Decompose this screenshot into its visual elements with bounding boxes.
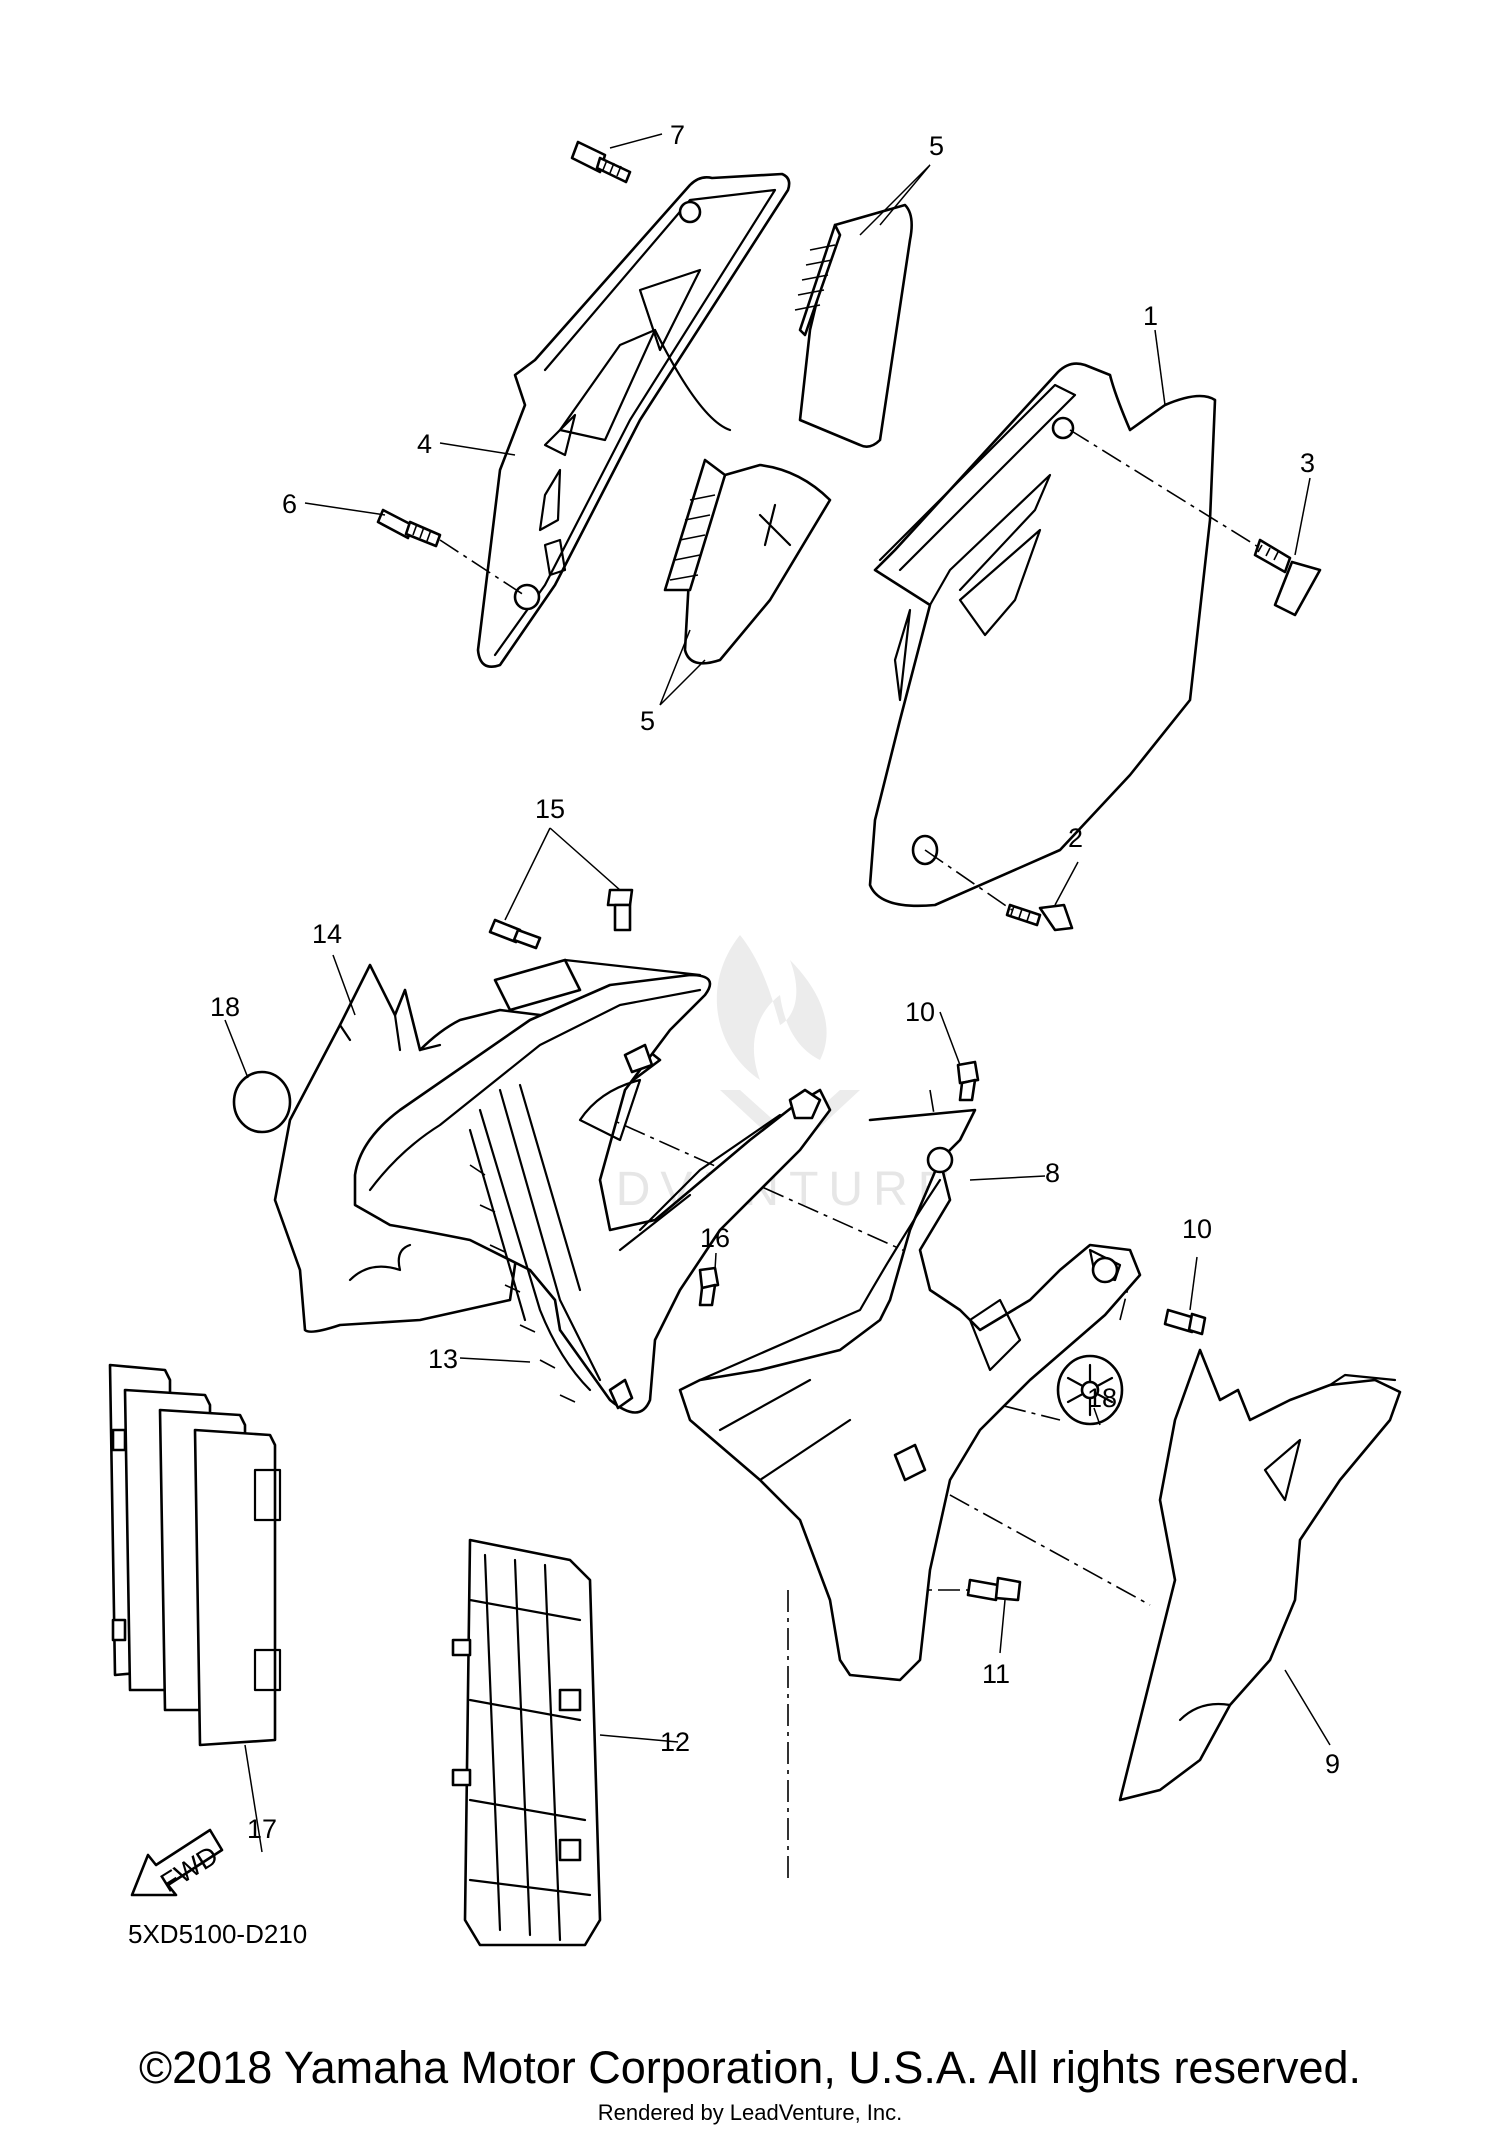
callout-numbers: 1 2 3 4 5 5 6 7 8 9 10 10 11 12 13 14 15…	[210, 120, 1340, 1844]
part-10-bolt-lower	[1163, 1308, 1207, 1336]
callout-13: 13	[428, 1344, 458, 1374]
callout-8: 8	[1045, 1158, 1060, 1188]
callout-6: 6	[282, 489, 297, 519]
part-5-graphic-lower	[663, 458, 832, 665]
fwd-arrow-icon: FWD	[130, 1828, 223, 1898]
part-2-bolt	[1005, 903, 1074, 932]
callout-18-right: 18	[1087, 1383, 1117, 1413]
callout-2: 2	[1068, 823, 1083, 853]
callout-10-upper: 10	[905, 997, 935, 1027]
part-18-emblem-right	[1056, 1354, 1124, 1426]
rendered-by-notice: Rendered by LeadVenture, Inc.	[597, 2100, 903, 2125]
part-9-graphic-right	[1118, 1348, 1402, 1802]
callout-17: 17	[247, 1814, 277, 1844]
part-10-bolt-upper	[956, 1060, 980, 1102]
callout-3: 3	[1300, 448, 1315, 478]
leader-lines	[224, 133, 1331, 1853]
callout-1: 1	[1143, 301, 1158, 331]
part-11-bolt	[966, 1576, 1022, 1602]
callout-7: 7	[670, 120, 685, 150]
part-13-radiator-shroud	[353, 958, 832, 1414]
part-8-shroud-right	[678, 1108, 1142, 1682]
copyright-notice: ©2018 Yamaha Motor Corporation, U.S.A. A…	[138, 2042, 1362, 2093]
part-1-side-cover-right	[868, 362, 1217, 908]
part-16-bolt	[698, 1266, 720, 1307]
callout-18-left: 18	[210, 992, 240, 1022]
callout-16: 16	[700, 1223, 730, 1253]
callout-11: 11	[982, 1659, 1010, 1689]
part-7-bolt	[570, 140, 632, 184]
callout-4: 4	[417, 429, 432, 459]
part-3-bolt	[1253, 538, 1322, 617]
callout-5-top: 5	[929, 131, 944, 161]
part-6-bolt	[376, 508, 442, 548]
callout-12: 12	[660, 1727, 690, 1757]
part-12-radiator-louver	[451, 1538, 602, 1947]
callout-10-lower: 10	[1182, 1214, 1212, 1244]
part-5-graphic-upper	[794, 203, 913, 448]
callout-14: 14	[312, 919, 342, 949]
callout-9: 9	[1325, 1749, 1340, 1779]
part-15-bolts	[488, 888, 634, 950]
callout-15: 15	[535, 794, 565, 824]
callout-5-bottom: 5	[640, 706, 655, 736]
diagram-code: 5XD5100-D210	[128, 1919, 307, 1949]
part-17-radiator-guard	[108, 1363, 282, 1747]
part-18-emblem-left	[232, 1070, 292, 1134]
